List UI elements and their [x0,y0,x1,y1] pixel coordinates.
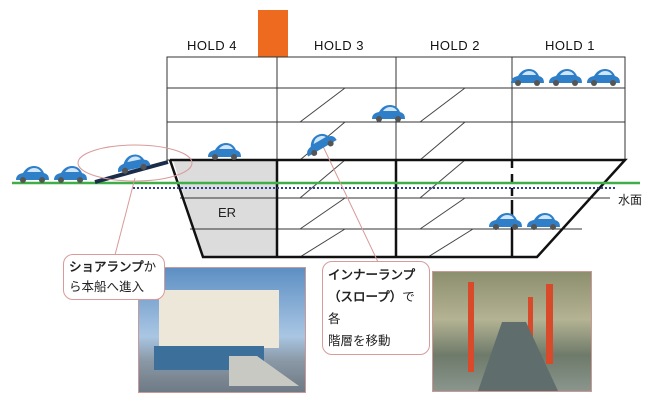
water-label: 水面 [618,193,643,207]
callout-text: ら本船へ進入 [69,279,145,294]
engine-room-label: ER [218,205,237,220]
callout-pointer [114,177,136,256]
inner-ramps [299,87,474,258]
callout-pointer [319,139,379,263]
callout-bold-text: （スロープ） [328,289,403,304]
inner-ramp-callout: インナーランプ （スロープ）で各 階層を移動 [322,261,430,355]
hold-3-label: HOLD 3 [314,38,364,53]
shore-ramp-callout: ショアランプか ら本船へ進入 [63,254,165,300]
hold-2-label: HOLD 2 [430,38,480,53]
hold-4-label: HOLD 4 [187,38,237,53]
callout-bold-text: インナーランプ [328,267,416,282]
hold-1-label: HOLD 1 [545,38,595,53]
callout-text: か [143,259,157,274]
funnel [258,10,288,57]
hull [168,158,628,259]
ramp-highlight [77,144,193,182]
cars [16,69,620,230]
callout-text: 階層を移動 [328,333,391,348]
callout-bold-text: ショアランプ [69,259,144,274]
inner-ramp-photo [432,271,592,392]
callout-text: で各 [328,289,415,326]
ship-exterior-photo [138,267,306,393]
